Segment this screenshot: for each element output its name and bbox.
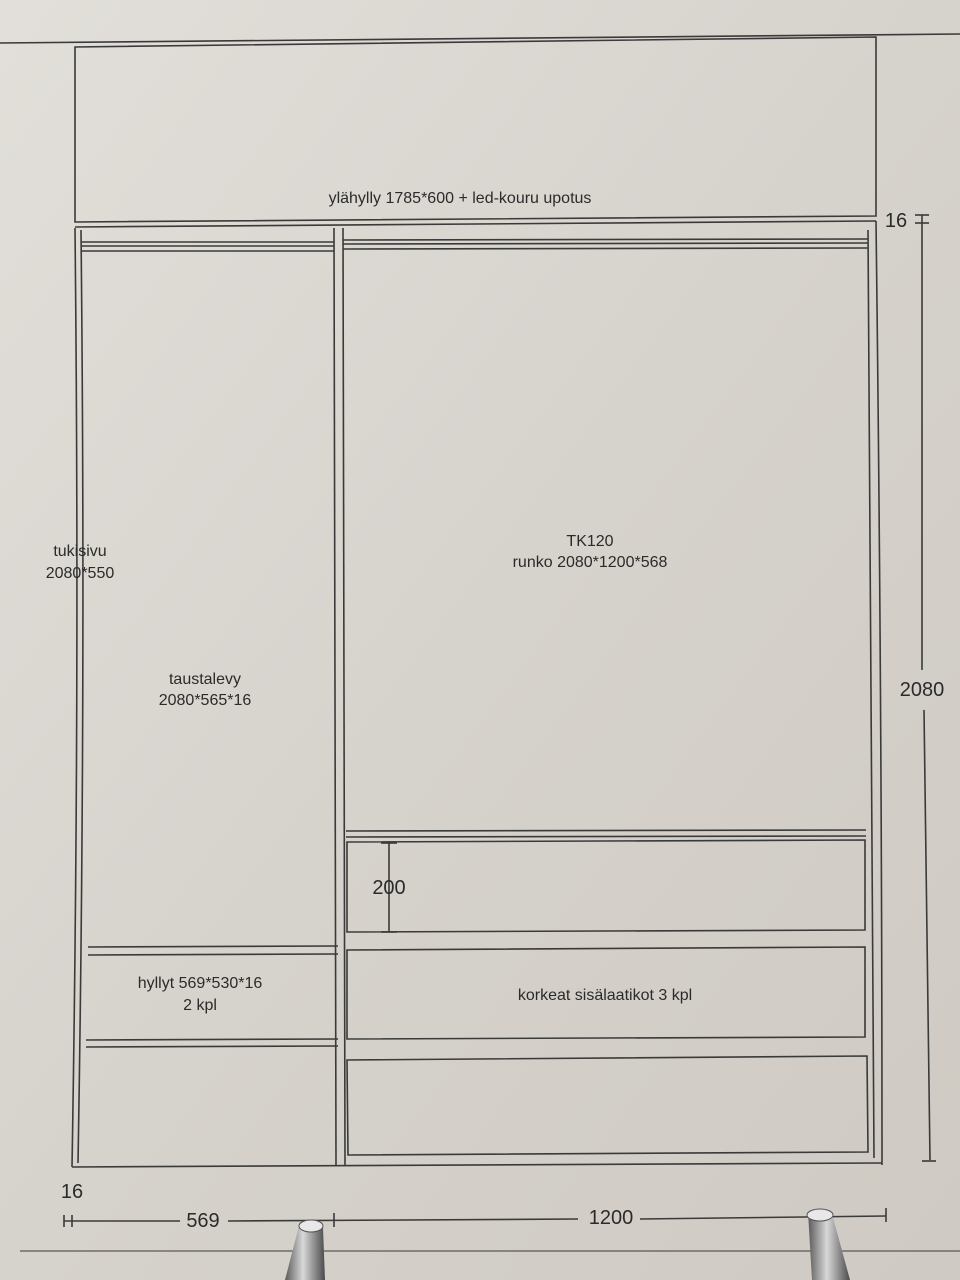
side-panel-label-size: 2080*550 <box>45 565 115 582</box>
height-dim-line-lower <box>923 709 931 1161</box>
left-shelf-2-bottom <box>85 1045 339 1048</box>
binder-rod-right <box>808 1212 850 1280</box>
top-shelf-box <box>74 36 877 223</box>
back-panel-label-size: 2080*565*16 <box>158 692 252 709</box>
top-thickness-dim-value: 16 <box>884 210 908 232</box>
right-top-rail-3 <box>342 247 869 250</box>
width-dim-line-middle <box>227 1218 579 1222</box>
binder-rod-left-tip <box>298 1219 324 1233</box>
right-outer-wall <box>875 220 883 1166</box>
width-dim-line-right <box>639 1215 887 1220</box>
shelves-label-count: 2 kpl <box>183 997 217 1014</box>
drawer-height-dim-value: 200 <box>372 877 406 899</box>
shelves-label-size: hyllyt 569*530*16 <box>137 975 263 992</box>
left-shelf-2-top <box>85 1038 339 1041</box>
binder-rod-right-tip <box>806 1208 834 1222</box>
right-top-rail-1 <box>342 238 869 241</box>
frame-label-size: runko 2080*1200*568 <box>512 554 668 571</box>
drawers-label: korkeat sisälaatikot 3 kpl <box>517 987 693 1004</box>
back-panel-label-name: taustalevy <box>168 671 242 688</box>
sheet-border-top <box>0 33 960 44</box>
divider-left-edge <box>333 227 337 1166</box>
drawer-1 <box>346 839 866 933</box>
side-panel-label-name: tukisivu <box>53 543 107 560</box>
drawer-2 <box>346 946 866 1040</box>
frame-label-model: TK120 <box>566 533 614 550</box>
top-shelf-bottom-edge <box>74 220 877 228</box>
frame-shelf-bottom <box>345 835 867 838</box>
height-dim-value: 2080 <box>899 679 945 701</box>
left-support-panel-inner <box>77 229 84 1164</box>
top-shelf-label: ylähylly 1785*600 + led-kouru upotus <box>328 190 592 207</box>
left-support-panel-outer <box>71 227 78 1168</box>
drawer-3 <box>346 1055 869 1156</box>
right-width-dim-value: 1200 <box>588 1207 634 1229</box>
binder-rods <box>285 1208 850 1280</box>
divider-right-edge <box>342 227 346 1166</box>
frame-shelf-top <box>345 829 867 832</box>
binder-rod-left <box>285 1222 325 1280</box>
left-width-dim-value: 569 <box>186 1210 220 1232</box>
left-shelf-1-top <box>87 945 339 948</box>
bottom-thickness-dim-value: 16 <box>60 1181 84 1203</box>
left-shelf-1-bottom <box>87 953 339 956</box>
right-top-rail-2 <box>342 242 869 245</box>
base-line <box>71 1162 883 1168</box>
